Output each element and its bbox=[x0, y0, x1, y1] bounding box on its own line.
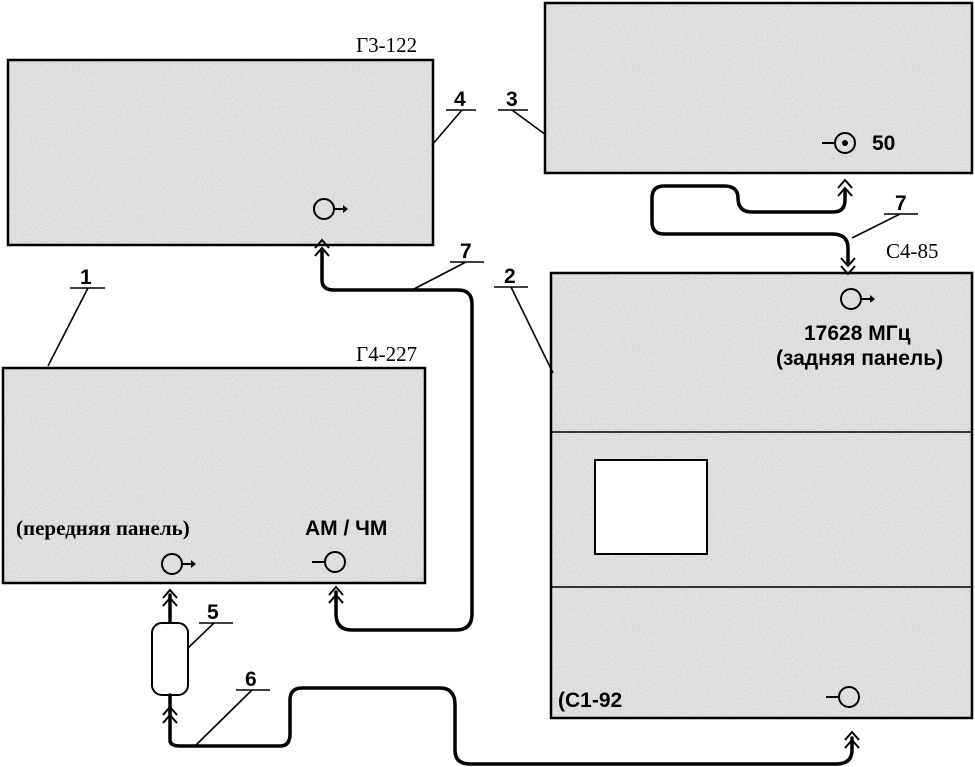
callout-6-leader bbox=[195, 689, 253, 746]
plug-chevron-icon bbox=[162, 705, 178, 724]
plug-chevron-icon bbox=[837, 178, 853, 197]
callout-2: 2 bbox=[504, 265, 516, 288]
c1-92-label: (С1-92 bbox=[558, 689, 622, 712]
c4-frequency-label: 17628 МГц bbox=[804, 322, 911, 345]
top-right-box bbox=[543, 1, 974, 175]
g4-front-output-connector-icon bbox=[161, 553, 196, 575]
oscilloscope-screen bbox=[594, 459, 708, 555]
g3-output-connector-icon bbox=[313, 198, 348, 220]
callout-7a-leader bbox=[411, 261, 467, 291]
callout-6: 6 bbox=[245, 668, 257, 691]
callout-3-leader bbox=[511, 109, 547, 136]
callout-5-leader bbox=[187, 622, 215, 649]
plug-chevron-icon bbox=[162, 588, 178, 607]
g3-122-label: Г3-122 bbox=[356, 33, 417, 57]
cable-7-top-to-c4 bbox=[650, 184, 850, 265]
callout-1-leader bbox=[47, 287, 89, 367]
cable-6-attenuator-to-c1 bbox=[168, 686, 854, 766]
g3-122-box bbox=[6, 58, 435, 247]
g4-227-box bbox=[1, 366, 427, 585]
connector-value-50: 50 bbox=[872, 132, 895, 155]
plug-chevron-icon bbox=[328, 585, 344, 604]
callout-3: 3 bbox=[506, 88, 518, 111]
g4-am-fm-label: АМ / ЧМ bbox=[305, 517, 387, 540]
attenuator-5 bbox=[151, 622, 189, 696]
g4-am-fm-input-connector-icon bbox=[312, 551, 346, 573]
g4-front-panel-note: (передняя панель) bbox=[16, 516, 190, 540]
top-right-input-connector-icon bbox=[822, 132, 856, 154]
callout-7-left: 7 bbox=[460, 240, 472, 263]
callout-2-leader bbox=[510, 286, 554, 374]
g4-227-label: Г4-227 bbox=[356, 342, 417, 366]
plug-chevron-icon bbox=[844, 730, 860, 749]
callout-7-right: 7 bbox=[895, 192, 907, 215]
cable-7-g3-to-g4 bbox=[320, 250, 474, 632]
c4-85-label: С4-85 bbox=[886, 239, 939, 263]
callout-5: 5 bbox=[207, 601, 219, 624]
c4-rear-panel-note: (задняя панель) bbox=[776, 347, 943, 370]
callout-7b-leader bbox=[851, 213, 901, 239]
plug-chevron-icon bbox=[314, 238, 330, 257]
plug-chevron-icon bbox=[840, 257, 856, 276]
callout-4: 4 bbox=[454, 88, 466, 111]
callout-4-leader bbox=[431, 109, 463, 146]
c1-input-connector-icon bbox=[826, 686, 860, 708]
callout-1: 1 bbox=[80, 266, 92, 289]
c4-output-connector-icon bbox=[840, 288, 875, 310]
